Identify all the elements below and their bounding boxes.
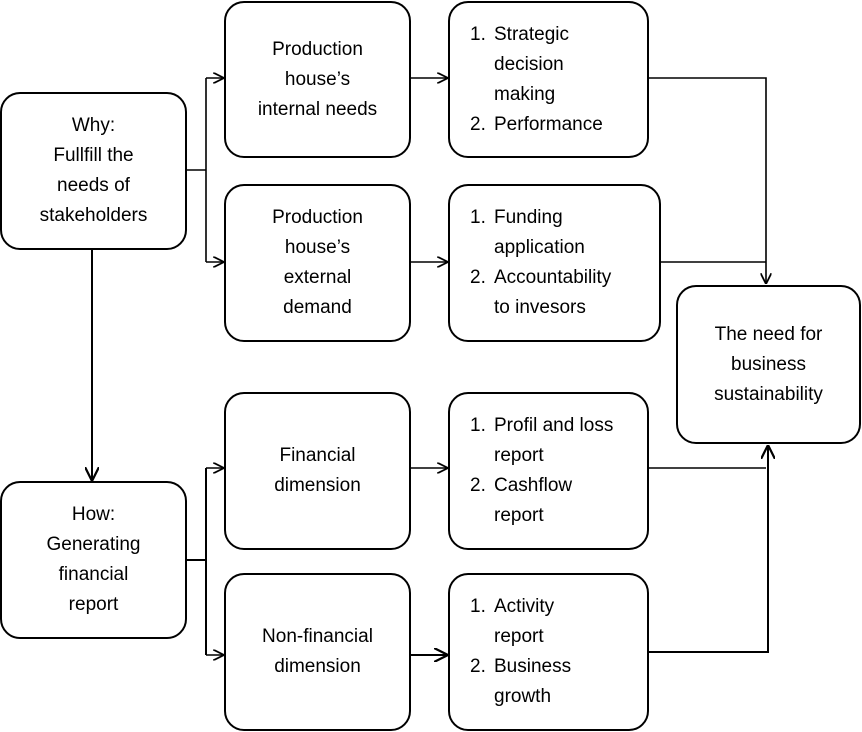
non-financial-outcomes-box: 1. Activity report 2. Business growth xyxy=(448,573,649,731)
how-line: How: xyxy=(71,504,116,525)
item-text: Performance xyxy=(494,113,603,135)
list-item: 1. Profil and loss report xyxy=(470,411,613,471)
item-text: report xyxy=(494,626,544,647)
item-text: Accountability xyxy=(494,267,612,288)
non-financial-outcomes-list: 1. Activity report 2. Business growth xyxy=(470,592,571,712)
production-external-line: house’s xyxy=(284,237,351,258)
sustainability-text: The need for business sustainability xyxy=(714,320,823,410)
financial-dimension-text: Financial dimension xyxy=(274,441,361,501)
how-line: financial xyxy=(58,564,129,585)
item-text: application xyxy=(494,237,585,258)
how-box: How: Generating financial report xyxy=(0,481,187,639)
how-line: report xyxy=(68,594,119,615)
sustainability-line: The need for xyxy=(714,323,823,345)
list-item: 2. Cashflow report xyxy=(470,471,613,531)
item-text: Cashflow xyxy=(494,475,573,496)
item-text: Funding xyxy=(494,207,563,228)
list-item: 1. Activity report xyxy=(470,592,571,652)
why-box: Why: Fullfill the needs of stakeholders xyxy=(0,92,187,250)
item-text: Business xyxy=(494,656,572,677)
item-number: 2. xyxy=(470,475,486,496)
sustainability-box: The need for business sustainability xyxy=(676,285,861,444)
list-item: 2. Performance xyxy=(470,110,603,140)
item-number: 2. xyxy=(470,267,486,288)
connector-why-branch xyxy=(186,78,207,262)
non-financial-dimension-line: Non-financial xyxy=(262,626,373,647)
why-line: Fullfill the xyxy=(53,145,134,166)
item-text: making xyxy=(494,83,556,105)
production-external-line: external xyxy=(283,267,352,288)
non-financial-dimension-line: dimension xyxy=(274,656,361,677)
list-item: 2. Accountability to invesors xyxy=(470,263,611,323)
production-external-text: Production house’s external demand xyxy=(272,203,363,323)
financial-dimension-line: dimension xyxy=(274,475,361,496)
external-outcomes-box: 1. Funding application 2. Accountability… xyxy=(448,184,661,342)
production-external-line: demand xyxy=(283,297,352,318)
why-line: Why: xyxy=(71,115,116,136)
financial-outcomes-list: 1. Profil and loss report 2. Cashflow re… xyxy=(470,411,613,531)
why-text: Why: Fullfill the needs of stakeholders xyxy=(40,111,148,231)
item-number: 2. xyxy=(470,113,486,135)
list-item: 1. Funding application xyxy=(470,203,611,263)
item-number: 2. xyxy=(470,656,486,677)
connector-how-branch xyxy=(186,468,207,655)
arrow-internal-outcomes-to-sustainability xyxy=(648,77,766,284)
financial-dimension-box: Financial dimension xyxy=(224,392,411,550)
external-outcomes-list: 1. Funding application 2. Accountability… xyxy=(470,203,611,323)
item-text: growth xyxy=(494,686,552,707)
item-text: report xyxy=(494,445,544,466)
production-internal-text: Production house’s internal needs xyxy=(258,35,377,125)
why-line: stakeholders xyxy=(39,205,148,226)
list-item: 1. Strategic decision making xyxy=(470,20,603,110)
production-external-line: Production xyxy=(272,207,363,228)
production-internal-line: Production xyxy=(272,38,363,60)
item-text: Strategic xyxy=(494,23,569,45)
production-internal-line: house’s xyxy=(284,68,351,90)
financial-dimension-line: Financial xyxy=(279,445,356,466)
item-number: 1. xyxy=(470,23,486,45)
item-text: decision xyxy=(494,53,564,75)
sustainability-line: sustainability xyxy=(714,383,823,405)
internal-outcomes-box: 1. Strategic decision making 2. Performa… xyxy=(448,1,649,158)
production-internal-box: Production house’s internal needs xyxy=(224,1,411,158)
how-line: Generating xyxy=(46,534,141,555)
item-number: 1. xyxy=(470,596,486,617)
non-financial-dimension-text: Non-financial dimension xyxy=(262,622,373,682)
item-text: Activity xyxy=(494,596,555,617)
item-text: Profil and loss xyxy=(494,415,614,436)
production-external-box: Production house’s external demand xyxy=(224,184,411,342)
list-item: 2. Business growth xyxy=(470,652,571,712)
financial-outcomes-box: 1. Profil and loss report 2. Cashflow re… xyxy=(448,392,649,550)
how-text: How: Generating financial report xyxy=(46,500,140,620)
non-financial-dimension-box: Non-financial dimension xyxy=(224,573,411,731)
item-text: report xyxy=(494,505,544,526)
internal-outcomes-list: 1. Strategic decision making 2. Performa… xyxy=(470,20,603,140)
item-text: to invesors xyxy=(494,297,586,318)
why-line: needs of xyxy=(57,175,130,196)
item-number: 1. xyxy=(470,207,486,228)
item-number: 1. xyxy=(470,415,486,436)
arrow-nonfinancial-outcomes-to-sustainability xyxy=(648,445,768,653)
sustainability-line: business xyxy=(731,353,806,375)
production-internal-line: internal needs xyxy=(257,98,378,120)
